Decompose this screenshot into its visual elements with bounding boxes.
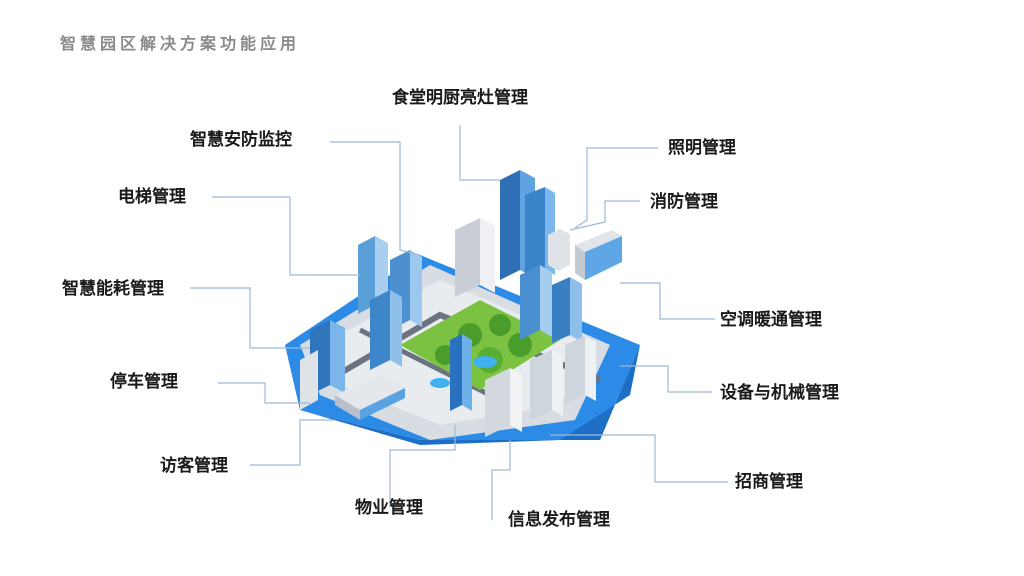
- connector-elevator: [212, 196, 360, 276]
- label-investment-management: 招商管理: [735, 472, 803, 492]
- label-canteen-management: 食堂明厨亮灶管理: [392, 88, 528, 108]
- page-title: 智慧园区解决方案功能应用: [60, 34, 301, 53]
- label-fire-management: 消防管理: [650, 192, 718, 212]
- label-visitor-management: 访客管理: [160, 456, 228, 476]
- label-security-monitoring: 智慧安防监控: [190, 130, 292, 150]
- label-energy-management: 智慧能耗管理: [62, 279, 164, 299]
- label-equipment-management: 设备与机械管理: [720, 383, 839, 403]
- label-hvac-management: 空调暖通管理: [720, 310, 822, 330]
- connector-property: [389, 425, 456, 507]
- label-parking-management: 停车管理: [110, 372, 178, 392]
- label-property-management: 物业管理: [355, 498, 423, 518]
- connector-investment: [550, 434, 728, 483]
- connector-security: [330, 141, 421, 256]
- label-elevator-management: 电梯管理: [118, 187, 186, 207]
- connector-visitor: [250, 419, 335, 466]
- connector-equipment: [620, 365, 712, 393]
- connector-canteen: [459, 125, 500, 181]
- connector-energy: [190, 287, 310, 349]
- connector-parking: [218, 382, 310, 404]
- connector-lighting: [574, 147, 658, 229]
- label-info-publishing: 信息发布管理: [508, 510, 610, 530]
- label-lighting-management: 照明管理: [668, 138, 736, 158]
- connector-fire: [569, 200, 640, 231]
- connector-hvac: [620, 282, 715, 320]
- connector-info: [491, 440, 511, 520]
